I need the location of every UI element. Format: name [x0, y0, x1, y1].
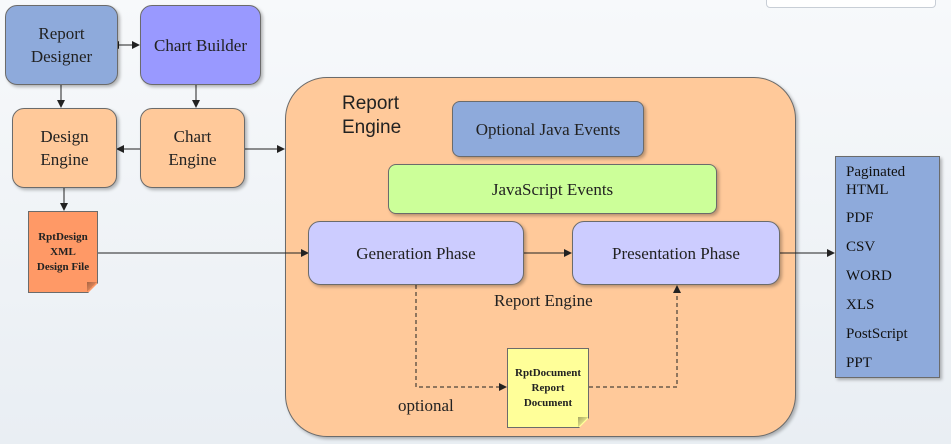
presentation-phase-label: Presentation Phase — [612, 243, 740, 263]
rptdesign-file-document: RptDesign XML Design File — [28, 211, 98, 293]
top-search-field — [766, 0, 936, 8]
format-postscript: PostScript — [846, 326, 908, 342]
generation-phase-box: Generation Phase — [308, 221, 524, 285]
chart-builder-label: Chart Builder — [153, 35, 247, 55]
optional-java-events-label: Optional Java Events — [475, 119, 621, 139]
design-engine-label: Design Engine — [40, 127, 89, 169]
format-word: WORD — [846, 268, 892, 284]
output-formats-panel: Paginated HTML PDF CSV WORD XLS PostScri… — [835, 156, 940, 378]
optional-java-events-box: Optional Java Events — [452, 101, 644, 157]
optional-caption: optional — [398, 396, 454, 415]
generation-phase-label: Generation Phase — [356, 243, 476, 263]
format-pdf: PDF — [846, 210, 874, 226]
rptdocument-label: RptDocument Report Document — [515, 366, 581, 409]
chart-engine-label: Chart Engine — [168, 127, 217, 169]
design-engine-box: Design Engine — [12, 108, 117, 188]
report-engine-title: Report Engine — [342, 93, 402, 138]
presentation-phase-box: Presentation Phase — [572, 221, 780, 285]
format-ppt: PPT — [846, 355, 872, 371]
format-paginated-html: Paginated HTML — [846, 164, 906, 198]
javascript-events-label: JavaScript Events — [491, 179, 614, 199]
format-xls: XLS — [846, 297, 875, 313]
page-fold-icon — [87, 282, 97, 292]
format-csv: CSV — [846, 239, 876, 255]
report-engine-caption: Report Engine — [494, 291, 593, 310]
arrow-rptdocument-presentation — [589, 285, 681, 388]
chart-builder-box: Chart Builder — [140, 5, 261, 85]
javascript-events-box: JavaScript Events — [388, 164, 717, 214]
page-fold-icon — [578, 417, 588, 427]
rptdesign-file-label: RptDesign XML Design File — [36, 230, 90, 273]
chart-engine-box: Chart Engine — [140, 108, 245, 188]
arrow-generation-rptdocument — [415, 285, 507, 391]
report-designer-label: Report Designer — [30, 24, 93, 66]
rptdocument-document: RptDocument Report Document — [507, 348, 589, 428]
report-designer-box: Report Designer — [5, 5, 118, 85]
